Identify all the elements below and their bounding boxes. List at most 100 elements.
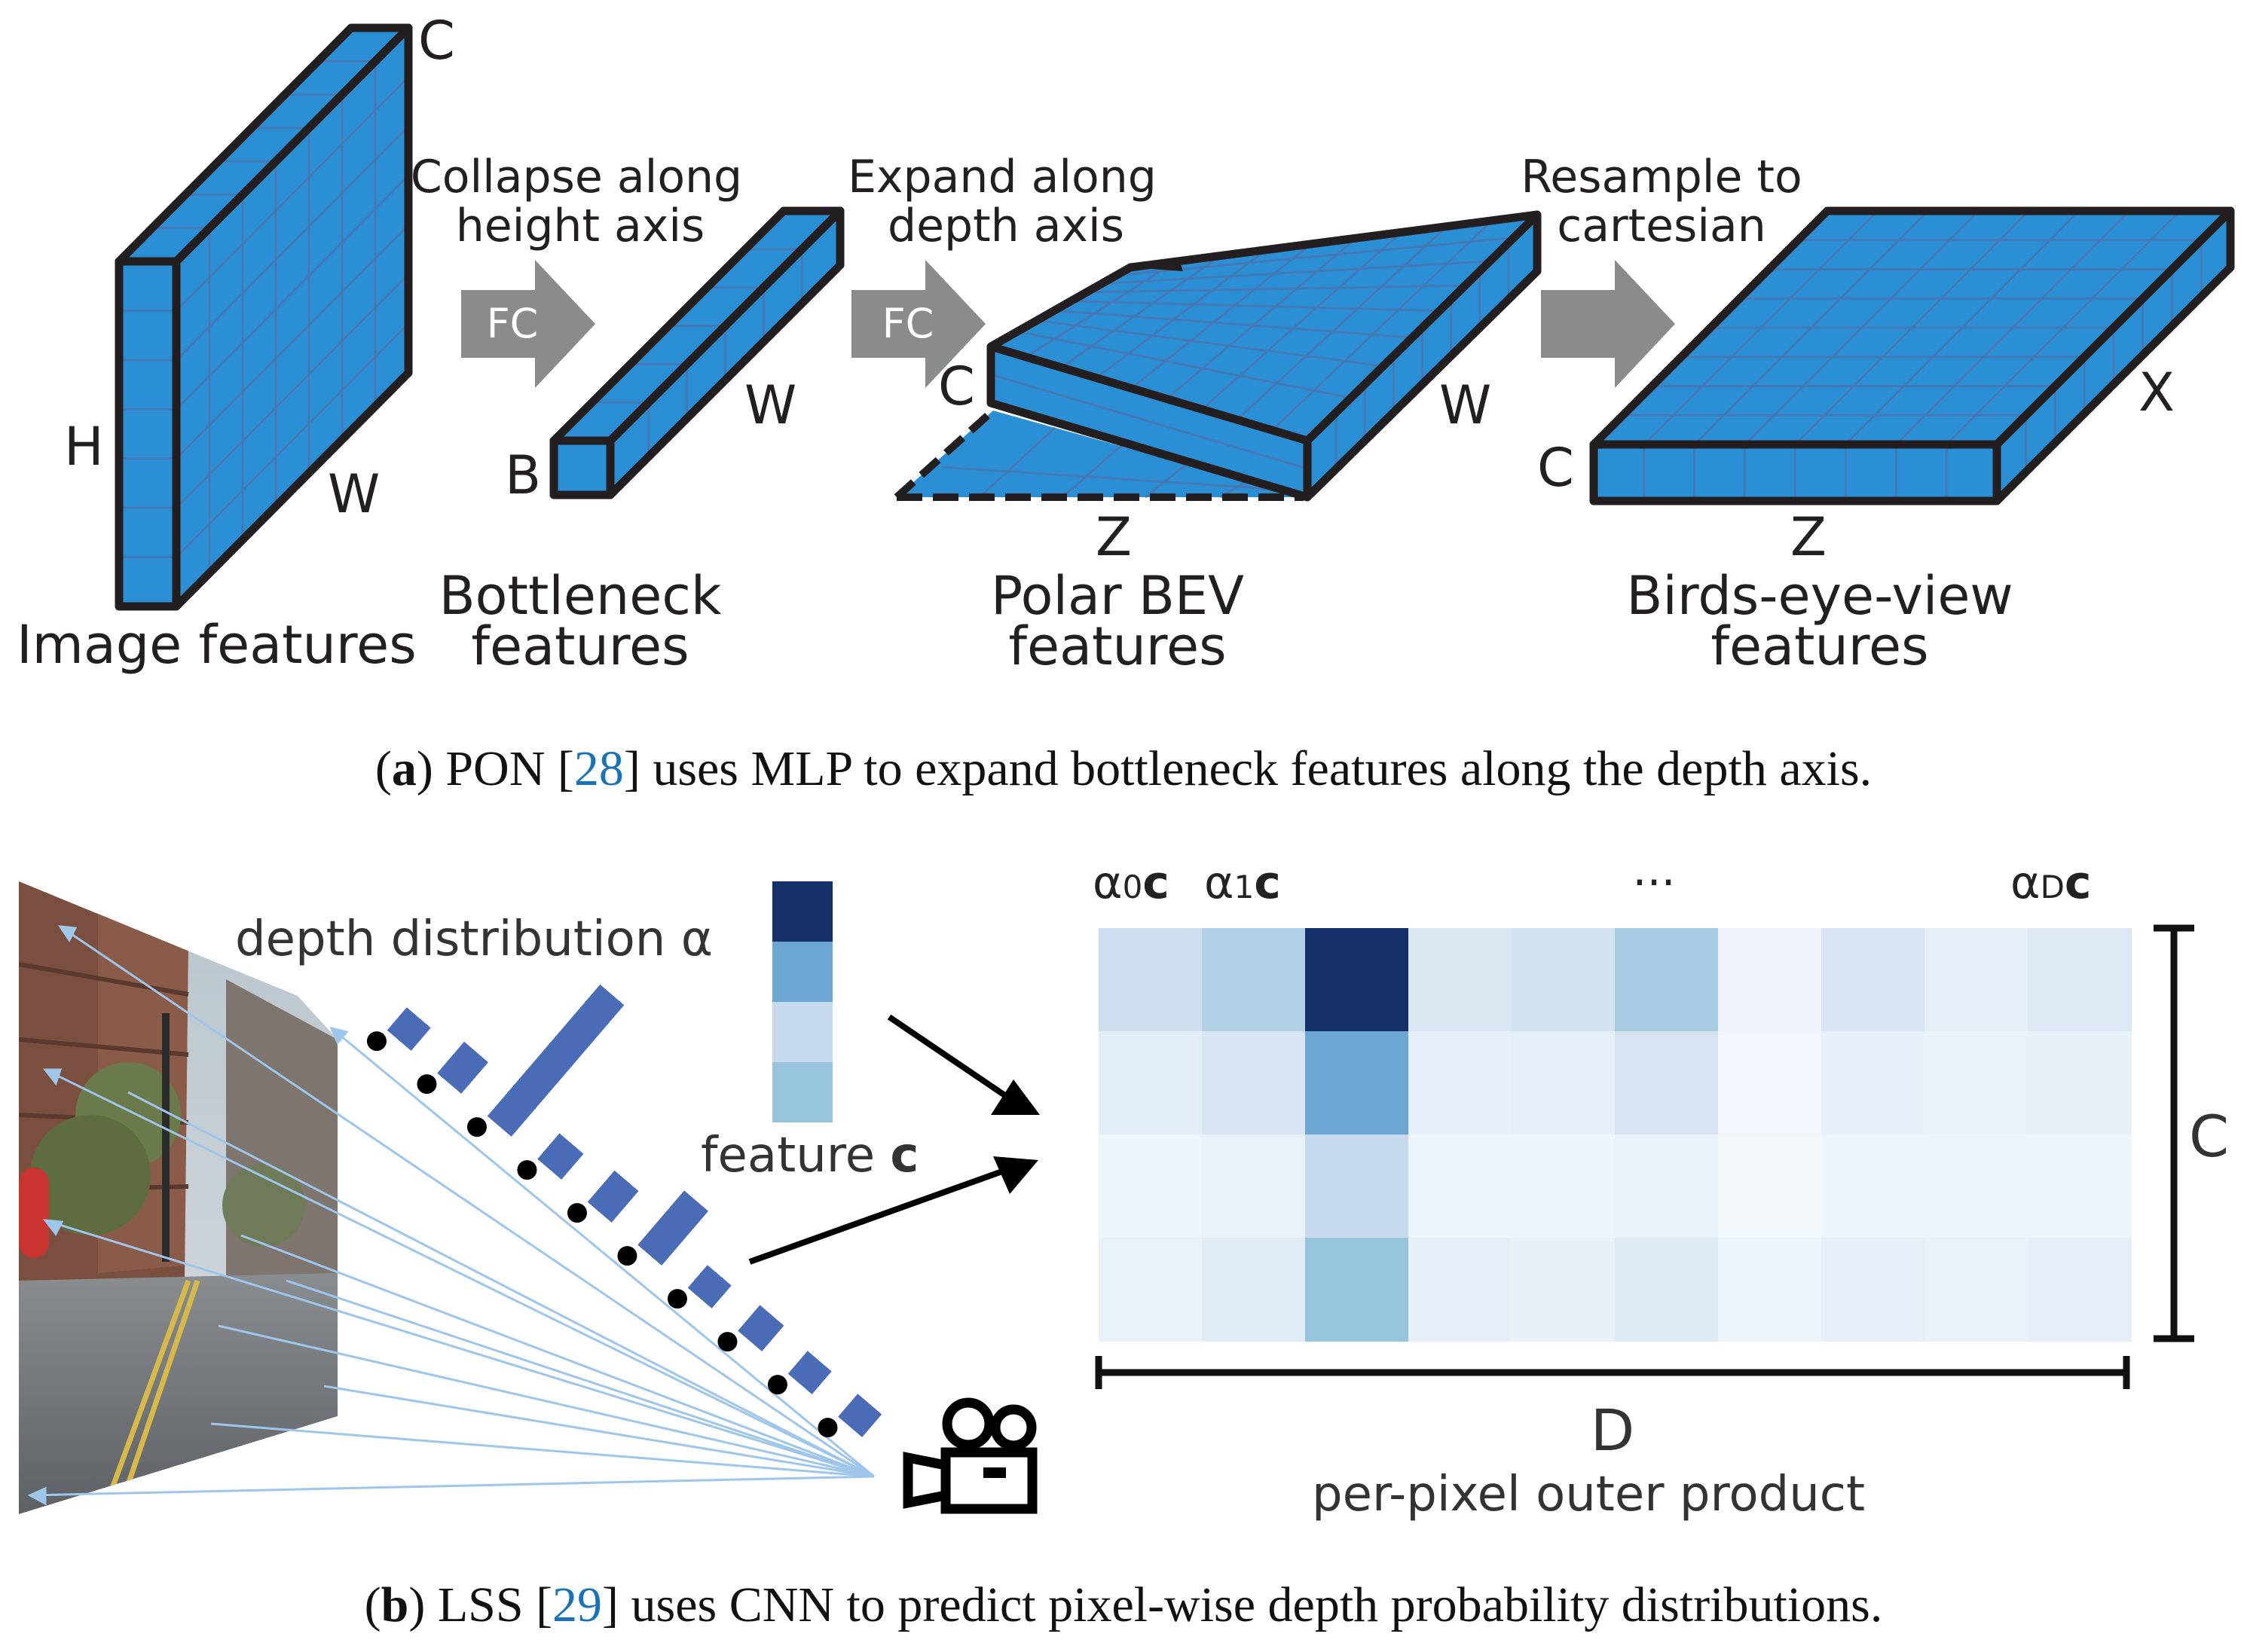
heatmap-cell (2028, 928, 2132, 1032)
bev-dim-c: C (1537, 437, 1574, 499)
heatmap-cell (1924, 1134, 2028, 1238)
depth-point (417, 1074, 437, 1095)
heatmap-cell (1821, 1031, 1925, 1135)
depth-bar (437, 1041, 488, 1094)
panel-a: C H W Image features Collapse along heig… (17, 10, 2235, 796)
image-features-label: Image features (17, 614, 417, 676)
expand-text-line1: Expand along (848, 151, 1157, 203)
outer-product-heatmap (1099, 928, 2132, 1342)
depth-point (567, 1203, 587, 1223)
collapse-step: Collapse along height axis FC (411, 151, 742, 388)
resample-step: Resample to cartesian (1521, 151, 1802, 388)
polar-label-line2: features (1008, 615, 1226, 677)
heatmap-cell (1408, 1031, 1512, 1135)
depth-point (617, 1246, 637, 1266)
depth-bar (838, 1394, 882, 1437)
bev-dim-x: X (2138, 362, 2175, 423)
outer-product-arrows (748, 1014, 1040, 1265)
heatmap-cell (1615, 1134, 1719, 1238)
panel-b: depth distribution α feature c α0c α1c (19, 857, 2229, 1632)
image-features-dim-h: H (64, 416, 104, 478)
fc-arrow-1 (461, 260, 595, 388)
heatmap-cell (1615, 1238, 1719, 1342)
camera-icon (903, 1397, 1038, 1514)
heatmap-cell (1821, 1134, 1925, 1238)
depth-bar (687, 1265, 732, 1308)
heatmap-cell (1305, 1031, 1409, 1135)
heatmap-cell (1202, 1134, 1306, 1238)
polar-label-line1: Polar BEV (991, 565, 1244, 627)
depth-point (667, 1289, 687, 1309)
image-features-dim-w: W (328, 463, 380, 525)
heatmap-dim-c: C (2189, 1103, 2229, 1170)
bottleneck-block: B W Bottleneck features (439, 206, 845, 677)
col-label-dots: ··· (1632, 857, 1675, 909)
depth-point (717, 1332, 738, 1352)
heatmap-cell (1924, 1031, 2028, 1135)
col-label-a1: α1c (1204, 857, 1281, 909)
heatmap-cell (1821, 928, 1925, 1032)
heatmap-cell (2028, 1031, 2132, 1135)
depth-point (366, 1031, 387, 1052)
depth-distribution (366, 984, 882, 1438)
c-bracket (2154, 924, 2194, 1342)
heatmap-cell (1718, 1031, 1822, 1135)
expand-step: Expand along depth axis FC (848, 151, 1157, 388)
heatmap-cell (1718, 1134, 1822, 1238)
depth-point (466, 1117, 487, 1137)
camera-rays (27, 925, 875, 1506)
depth-bar (587, 1170, 639, 1223)
col-label-ad: αDc (2010, 857, 2091, 909)
heatmap-cell (1408, 1134, 1512, 1238)
heatmap-cell (1202, 1238, 1306, 1342)
depth-distribution-label: depth distribution α (235, 912, 713, 967)
depth-bar (738, 1305, 784, 1351)
heatmap-cell (1099, 1134, 1203, 1238)
d-bracket (1095, 1356, 2130, 1389)
resample-text-line1: Resample to (1521, 151, 1802, 203)
heatmap-cell (1305, 1134, 1409, 1238)
expand-text-line2: depth axis (888, 200, 1124, 252)
heatmap-cell (1099, 928, 1203, 1032)
resample-text-line2: cartesian (1557, 200, 1766, 252)
polar-dim-c: C (938, 356, 975, 417)
heatmap-cell (1718, 1238, 1822, 1342)
heatmap-cell (1512, 1031, 1616, 1135)
polar-dim-z: Z (1096, 506, 1132, 568)
heatmap-cell (1408, 928, 1512, 1032)
heatmap-cell (1512, 1134, 1616, 1238)
caption-a: (a) PON [28] uses MLP to expand bottlene… (375, 741, 1872, 796)
bev-label-line2: features (1710, 615, 1928, 677)
bev-block: C X Z Birds-eye-view features (1537, 206, 2235, 677)
heatmap-cell (1924, 928, 2028, 1032)
heatmap-cell (1305, 1238, 1409, 1342)
heatmap-cell (2028, 1238, 2132, 1342)
fc-arrow-2-label: FC (882, 300, 934, 347)
heatmap-cell (1099, 1031, 1203, 1135)
heatmap-cell (1924, 1238, 2028, 1342)
heatmap-cell (1615, 1031, 1719, 1135)
bottleneck-dim-w: W (744, 374, 796, 436)
heatmap-cell (1512, 1238, 1616, 1342)
heatmap-dim-d: D (1591, 1397, 1635, 1464)
resample-arrow (1541, 260, 1675, 388)
image-features-dim-c: C (418, 10, 455, 72)
depth-bar (537, 1133, 584, 1180)
caption-b: (b) LSS [29] uses CNN to predict pixel-w… (365, 1577, 1883, 1632)
bottleneck-dim-b: B (505, 444, 541, 506)
col-label-a0: α0c (1093, 857, 1169, 909)
heatmap-cell (2028, 1134, 2132, 1238)
polar-bev-block: C W Z Polar BEV features (894, 210, 1542, 677)
fc-arrow-2 (851, 260, 986, 388)
heatmap-cell (1305, 928, 1409, 1032)
depth-point (517, 1160, 537, 1180)
feature-label: feature c (701, 1128, 919, 1183)
bottleneck-label-line1: Bottleneck (439, 565, 722, 627)
depth-bar (637, 1190, 708, 1266)
bev-label-line1: Birds-eye-view (1626, 565, 2013, 627)
collapse-text-line1: Collapse along (411, 151, 742, 203)
polar-dim-w: W (1439, 374, 1491, 436)
image-features-block: C H W Image features (17, 10, 455, 676)
depth-point (767, 1375, 787, 1395)
fc-arrow-1-label: FC (487, 300, 539, 347)
